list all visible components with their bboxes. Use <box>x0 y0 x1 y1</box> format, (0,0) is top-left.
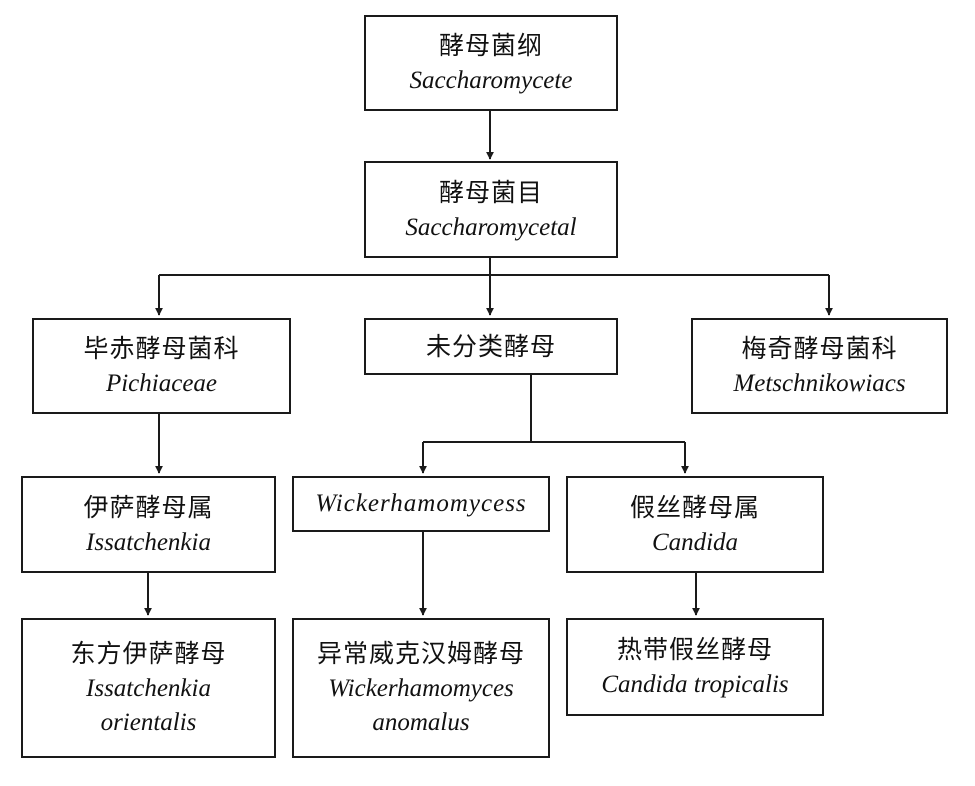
node-latin-label-line1: Wickerhamomyces <box>328 675 514 702</box>
node-saccharomycetal: 酵母菌目 Saccharomycetal <box>364 161 618 258</box>
node-wickerhamomycess: Wickerhamomycess <box>292 476 550 532</box>
node-latin-label-line2: orientalis <box>100 709 197 736</box>
node-latin-label: Candida <box>651 528 739 556</box>
node-chinese-label: 异常威克汉姆酵母 <box>316 639 525 668</box>
node-issatchenkia-orientalis: 东方伊萨酵母 Issatchenkia orientalis <box>21 618 276 758</box>
node-saccharomycete: 酵母菌纲 Saccharomycete <box>364 15 618 111</box>
node-latin-label: Candida tropicalis <box>601 671 789 698</box>
node-chinese-label: 未分类酵母 <box>425 331 556 361</box>
node-chinese-label: 假丝酵母属 <box>629 492 760 522</box>
node-wickerhamomyces-anomalus: 异常威克汉姆酵母 Wickerhamomyces anomalus <box>292 618 550 758</box>
node-chinese-label: 酵母菌目 <box>438 177 543 207</box>
node-latin-label: Saccharomycete <box>409 67 573 94</box>
node-chinese-label: 梅奇酵母菌科 <box>741 334 898 363</box>
node-chinese-label: 东方伊萨酵母 <box>70 639 227 668</box>
node-candida-tropicalis: 热带假丝酵母 Candida tropicalis <box>566 618 824 716</box>
node-latin-label: Pichiaceae <box>105 370 218 397</box>
node-chinese-label: 毕赤酵母菌科 <box>83 334 240 363</box>
node-chinese-label: 伊萨酵母属 <box>83 492 214 522</box>
node-chinese-label: 酵母菌纲 <box>438 31 543 60</box>
node-metschnikowiacs: 梅奇酵母菌科 Metschnikowiacs <box>691 318 948 414</box>
node-latin-label-line2: anomalus <box>372 709 470 736</box>
node-unclassified-yeast: 未分类酵母 <box>364 318 618 375</box>
node-latin-label-line1: Issatchenkia <box>86 675 211 702</box>
node-pichiaceae: 毕赤酵母菌科 Pichiaceae <box>32 318 291 414</box>
node-candida: 假丝酵母属 Candida <box>566 476 824 573</box>
node-latin-label: Issatchenkia <box>86 528 211 556</box>
node-issatchenkia: 伊萨酵母属 Issatchenkia <box>21 476 276 573</box>
node-latin-label: Saccharomycetal <box>405 213 577 241</box>
node-chinese-label: 热带假丝酵母 <box>616 635 773 664</box>
node-latin-label: Wickerhamomycess <box>315 490 527 517</box>
node-latin-label: Metschnikowiacs <box>733 370 906 397</box>
